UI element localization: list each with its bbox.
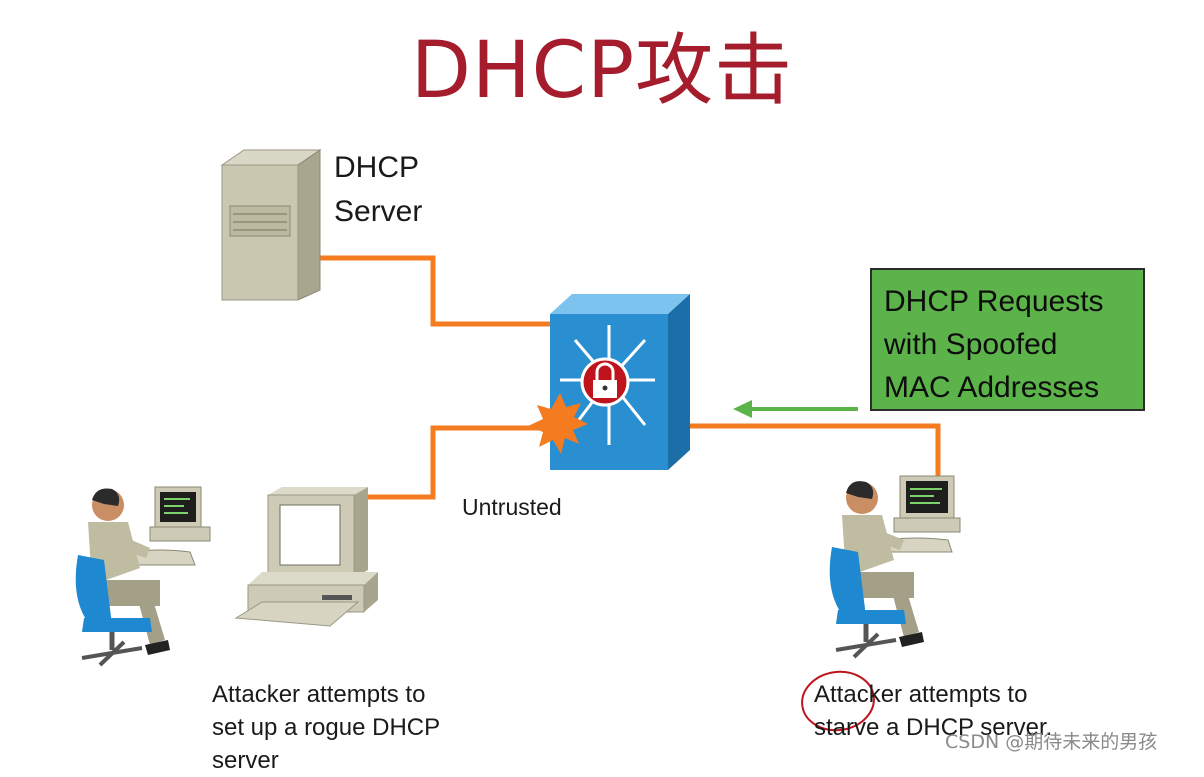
callout-line3: MAC Addresses xyxy=(884,371,1100,404)
rogue-computer-icon xyxy=(234,487,378,627)
spoofed-requests-callout: DHCP Requests with Spoofed MAC Addresses xyxy=(870,268,1145,411)
server-label-line2: Server xyxy=(334,195,423,228)
untrusted-label: Untrusted xyxy=(462,494,562,520)
callout-line1: DHCP Requests xyxy=(884,285,1104,318)
caption-right-line1: Attacker attempts to xyxy=(814,681,1028,708)
server-label: DHCP Server xyxy=(334,146,422,234)
attacker-left-icon xyxy=(75,486,211,667)
link-attacker-switch xyxy=(686,423,941,480)
caption-left: Attacker attempts to set up a rogue DHCP… xyxy=(212,678,440,777)
page-title: DHCP攻击 xyxy=(410,26,794,116)
watermark: CSDN @期待未来的男孩 xyxy=(945,731,1158,753)
callout-line2: with Spoofed xyxy=(884,328,1058,361)
network-diagram xyxy=(75,149,961,732)
link-rogue-switch xyxy=(360,425,556,500)
server-label-line1: DHCP xyxy=(334,151,420,184)
attacker-right-icon xyxy=(829,475,961,659)
caption-right-line2: starve a DHCP server. xyxy=(814,714,1053,741)
burst-icon xyxy=(528,393,588,454)
request-arrow xyxy=(733,400,858,418)
highlight-circle xyxy=(801,670,875,732)
caption-left-line1: Attacker attempts to xyxy=(212,681,426,708)
caption-left-line2: set up a rogue DHCP xyxy=(212,714,441,741)
caption-right: Attacker attempts to starve a DHCP serve… xyxy=(814,678,1052,744)
dhcp-server-icon xyxy=(220,149,322,301)
switch-icon xyxy=(550,294,690,470)
caption-left-line3: server xyxy=(212,747,279,774)
link-server-switch xyxy=(320,255,556,327)
